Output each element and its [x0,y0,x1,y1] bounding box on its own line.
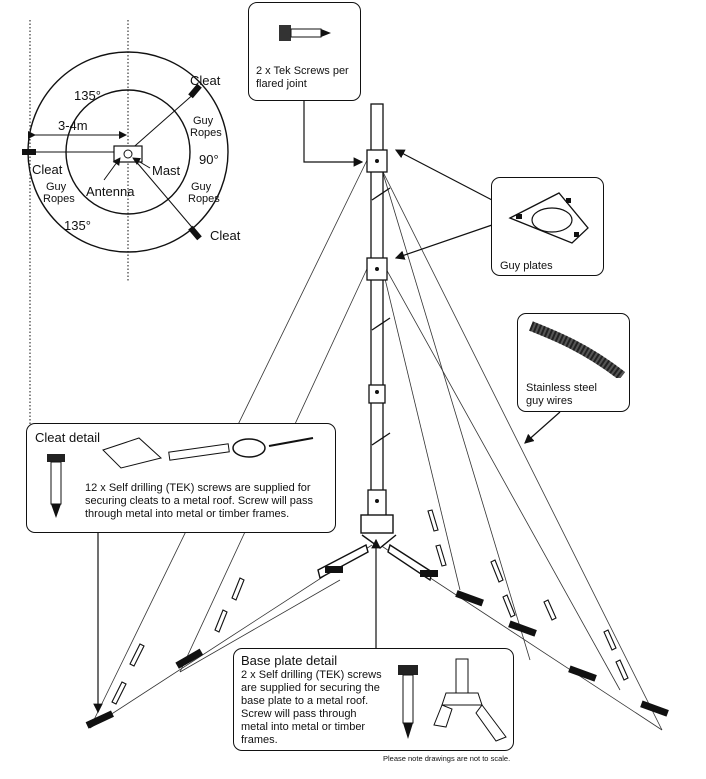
base-line4: Screw will pass through [241,708,357,720]
mast-joint-dot [375,159,379,163]
cleat-line1: 12 x Self drilling (TEK) screws are supp… [85,482,311,494]
cleat-detail-title: Cleat detail [35,430,101,445]
plan-cleat-top: Cleat [190,73,221,88]
guy-plate-icon [508,192,589,244]
plan-angle-right: 90° [199,152,219,167]
plan-cleat-left: Cleat [32,162,63,177]
plan-distance: 3-4m [58,118,88,133]
plan-cleat-bottom: Cleat [210,228,241,243]
base-line5: metal into metal or timber [241,721,366,733]
plan-view [22,20,229,282]
guy-wires [89,149,663,731]
cleat-detail-callout: Cleat detail 12 x Self drilling (TEK) sc… [26,423,336,533]
wire-rope-icon [529,321,626,378]
base-line3: base plate to a metal roof. [241,695,369,707]
plan-guy-ropes-2b: Ropes [43,193,75,205]
tek-screw-icon [279,25,331,41]
plan-guy-ropes-3: Guy [191,181,212,193]
wires-line2: guy wires [526,395,573,407]
turnbuckles [111,509,629,705]
mast-joint-dot [375,267,379,271]
cleats [85,566,669,729]
base-screw-icon [398,665,418,739]
base-plate-icon [433,658,507,742]
plan-guy-ropes-1b: Ropes [190,127,222,139]
base-plate-detail-callout: Base plate detail 2 x Self drilling (TEK… [233,648,514,751]
plan-mast-label: Mast [152,163,181,178]
guy-plates-label: Guy plates [500,260,553,272]
guy-plates-callout: Guy plates [491,177,604,276]
mast [366,103,391,525]
cleat-line3: through metal into metal or timber frame… [85,508,290,520]
cleat-line2: securing cleats to a metal roof. Screw w… [85,495,314,507]
stainless-wires-callout: Stainless steel guy wires [517,313,630,412]
base-line2: are supplied for securing the [241,682,380,694]
cleat-screw-icon [47,454,65,518]
base-plate-detail-title: Base plate detail [241,653,338,668]
cleat-assembly-icon [102,437,314,469]
tek-screws-callout: 2 x Tek Screws per flared joint [248,2,361,101]
plan-guy-ropes-3b: Ropes [188,193,220,205]
mast-joint-dot [375,390,379,394]
tek-text-line2: flared joint [256,78,307,90]
mast-joint-dot [375,499,379,503]
tek-text-line1: 2 x Tek Screws per [256,65,349,77]
base-line1: 2 x Self drilling (TEK) screws [241,669,382,681]
footnote: Please note drawings are not to scale. [383,754,511,763]
base-line6: frames. [241,734,278,746]
callout-leaders [29,20,561,714]
wires-line1: Stainless steel [526,382,597,394]
plan-angle-top: 135° [74,88,101,103]
plan-guy-ropes-2: Guy [46,181,67,193]
plan-antenna-label: Antenna [86,184,135,199]
plan-guy-ropes-1: Guy [193,115,214,127]
plan-angle-bottom: 135° [64,218,91,233]
